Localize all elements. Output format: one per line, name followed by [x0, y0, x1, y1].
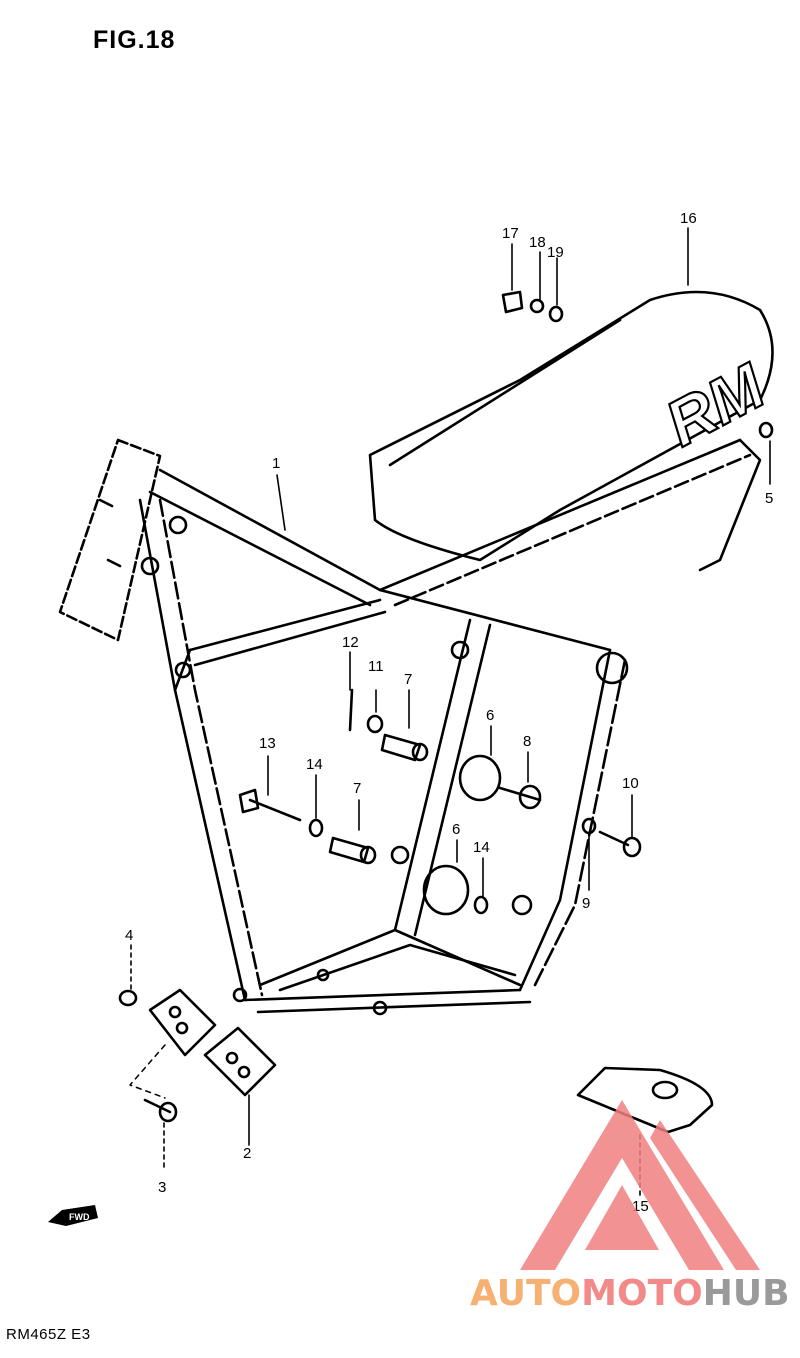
callout-7b: 7 — [353, 780, 361, 797]
callout-6a: 6 — [486, 707, 494, 724]
seat — [368, 290, 774, 562]
callout-14b: 14 — [473, 839, 490, 856]
rear-frame-tube — [518, 648, 612, 992]
model-code: RM465Z E3 — [6, 1326, 91, 1343]
seat-logo: RM — [654, 349, 777, 460]
callout-17: 17 — [502, 225, 519, 242]
engine-plate-lower — [203, 1026, 277, 1097]
callout-group: 1 2 3 4 5 6 6 7 7 8 9 10 11 12 13 14 14 … — [125, 210, 773, 1215]
callout-14a: 14 — [306, 756, 323, 773]
front-down-tube — [138, 498, 247, 1002]
callout-10: 10 — [622, 775, 639, 792]
callout-12: 12 — [342, 634, 359, 651]
watermark-logo-icon — [520, 1100, 760, 1270]
watermark-text: AUTOMOTOHUB — [470, 1273, 790, 1314]
callout-6b: 6 — [452, 821, 460, 838]
callout-13: 13 — [259, 735, 276, 752]
figure-title: FIG.18 — [93, 26, 176, 54]
callout-3: 3 — [158, 1179, 166, 1196]
callout-7a: 7 — [404, 671, 412, 688]
watermark-part2: MOTO — [581, 1273, 703, 1314]
watermark-part3: HUB — [702, 1273, 790, 1314]
upper-top-tube — [158, 468, 612, 652]
callout-18: 18 — [529, 234, 546, 251]
callout-2: 2 — [243, 1145, 251, 1162]
callout-11: 11 — [368, 658, 384, 675]
chain-cover — [576, 1066, 714, 1134]
fwd-label: FWD — [69, 1212, 90, 1222]
callout-8: 8 — [523, 733, 531, 750]
bottom-cradle — [243, 988, 522, 1002]
callout-16: 16 — [680, 210, 697, 227]
callout-9: 9 — [582, 895, 590, 912]
callout-19: 19 — [547, 244, 564, 261]
callout-5: 5 — [765, 490, 773, 507]
callout-4: 4 — [125, 927, 133, 944]
watermark-part1: AUTO — [470, 1273, 582, 1314]
callout-1: 1 — [272, 455, 280, 472]
engine-plate-upper — [148, 988, 217, 1057]
head-tube — [58, 438, 162, 642]
fwd-arrow-icon: FWD — [48, 1205, 98, 1226]
